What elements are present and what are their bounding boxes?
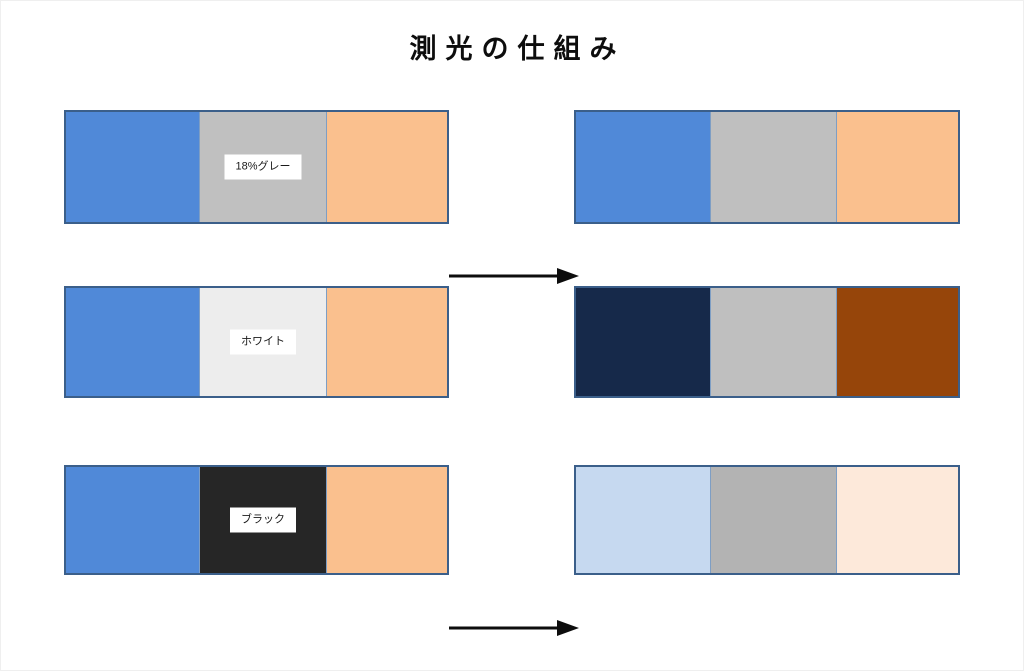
row-1-right-gray-swatch — [709, 112, 838, 222]
row-1-arrow-right-icon — [449, 264, 579, 288]
row-3-right-panel — [574, 465, 960, 575]
row-1-left-gray-swatch: 18%グレー — [199, 112, 327, 222]
row-2-left-chip-label: ホワイト — [229, 329, 296, 355]
row-3-right-light-blue-swatch — [576, 467, 710, 573]
row-2-left-panel: ホワイト — [64, 286, 449, 398]
row-2-right-dark-navy-swatch — [576, 288, 710, 396]
row-1-left-orange-swatch — [326, 112, 447, 222]
row-2-left-white-swatch: ホワイト — [199, 288, 327, 396]
row-1-right-orange-swatch — [837, 112, 958, 222]
row-3-right-gray-swatch — [709, 467, 838, 573]
page-title: 測光の仕組み — [409, 34, 626, 64]
row-1-left-blue-swatch — [66, 112, 200, 222]
row-2-right-dark-brown-swatch — [837, 288, 958, 396]
row-1-left-panel: 18%グレー — [64, 110, 449, 224]
row-3-left-blue-swatch — [66, 467, 200, 573]
row-2-right-gray-swatch — [709, 288, 838, 396]
row-3-right-light-peach-swatch — [837, 467, 958, 573]
row-2-left-orange-swatch — [326, 288, 447, 396]
row-2-right-panel — [574, 286, 960, 398]
row-3-left-chip-label: ブラック — [229, 507, 296, 533]
row-1-right-blue-swatch — [576, 112, 710, 222]
row-1-right-panel — [574, 110, 960, 224]
row-3-left-panel: ブラック — [64, 465, 449, 575]
row-3-left-black-swatch: ブラック — [199, 467, 327, 573]
row-3-left-orange-swatch — [326, 467, 447, 573]
row-1-left-chip-label: 18%グレー — [224, 154, 302, 180]
row-2-arrow-right-icon — [449, 616, 579, 640]
row-2-left-blue-swatch — [66, 288, 200, 396]
